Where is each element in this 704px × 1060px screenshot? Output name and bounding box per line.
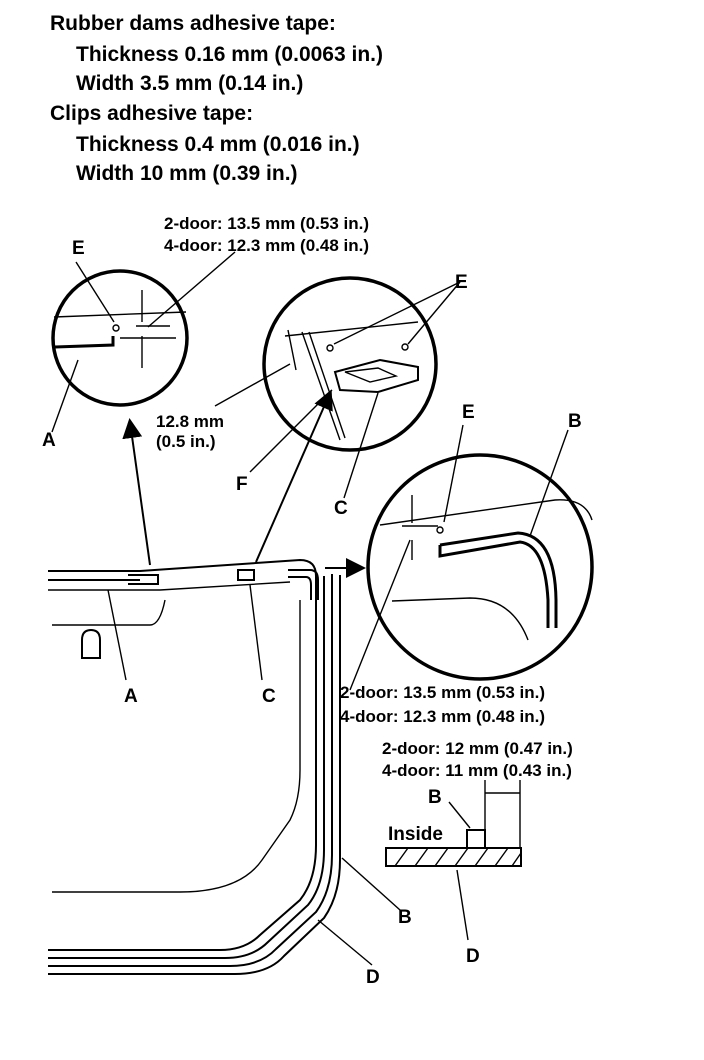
cross-section-detail: [385, 780, 522, 941]
detail-circle-clip: [262, 276, 461, 452]
rubber-dams-title: Rubber dams adhesive tape:: [50, 12, 336, 35]
dim-top-4door: 4-door: 12.3 mm (0.48 in.): [164, 236, 369, 255]
leader-lines: [51, 359, 411, 966]
dim-clip-in: (0.5 in.): [156, 432, 216, 451]
detail-circle-corner: [366, 424, 594, 681]
rubber-dams-width: Width 3.5 mm (0.14 in.): [76, 72, 303, 95]
callout-c-detail: C: [334, 498, 348, 519]
rubber-dams-thickness: Thickness 0.16 mm (0.0063 in.): [76, 43, 383, 66]
inside-label: Inside: [388, 824, 443, 845]
callout-c-main: C: [262, 686, 276, 707]
clips-thickness: Thickness 0.4 mm (0.016 in.): [76, 133, 360, 156]
callout-d-main: D: [366, 967, 380, 988]
clips-width: Width 10 mm (0.39 in.): [76, 162, 298, 185]
callout-b-corner: B: [568, 411, 582, 432]
callout-e-clip: E: [455, 272, 468, 293]
dim-clip-mm: 12.8 mm: [156, 412, 224, 431]
dim-top-2door: 2-door: 13.5 mm (0.53 in.): [164, 214, 369, 233]
callout-a-detail: A: [42, 430, 56, 451]
callout-f: F: [236, 474, 248, 495]
dim-section-4door: 4-door: 11 mm (0.43 in.): [382, 761, 572, 780]
dim-corner-4door: 4-door: 12.3 mm (0.48 in.): [340, 707, 545, 726]
callout-b-main: B: [398, 907, 412, 928]
callout-d-section: D: [466, 946, 480, 967]
callout-b-section: B: [428, 787, 442, 808]
detail-circle-top-left: [51, 251, 236, 407]
clips-title: Clips adhesive tape:: [50, 102, 253, 125]
callout-letters: E A E F C E B A C B Inside B D D: [42, 238, 582, 988]
windshield-outline: [48, 558, 341, 975]
callout-e-top-left: E: [72, 238, 85, 259]
callout-a-main: A: [124, 686, 138, 707]
dim-section-2door: 2-door: 12 mm (0.47 in.): [382, 739, 573, 758]
callout-e-corner: E: [462, 402, 475, 423]
dimension-labels: 2-door: 13.5 mm (0.53 in.) 4-door: 12.3 …: [156, 214, 573, 780]
sensor-mount: [81, 628, 101, 659]
dim-corner-2door: 2-door: 13.5 mm (0.53 in.): [340, 683, 545, 702]
specification-block: Rubber dams adhesive tape: Thickness 0.1…: [50, 12, 383, 185]
clip-c-marker: [237, 569, 255, 581]
